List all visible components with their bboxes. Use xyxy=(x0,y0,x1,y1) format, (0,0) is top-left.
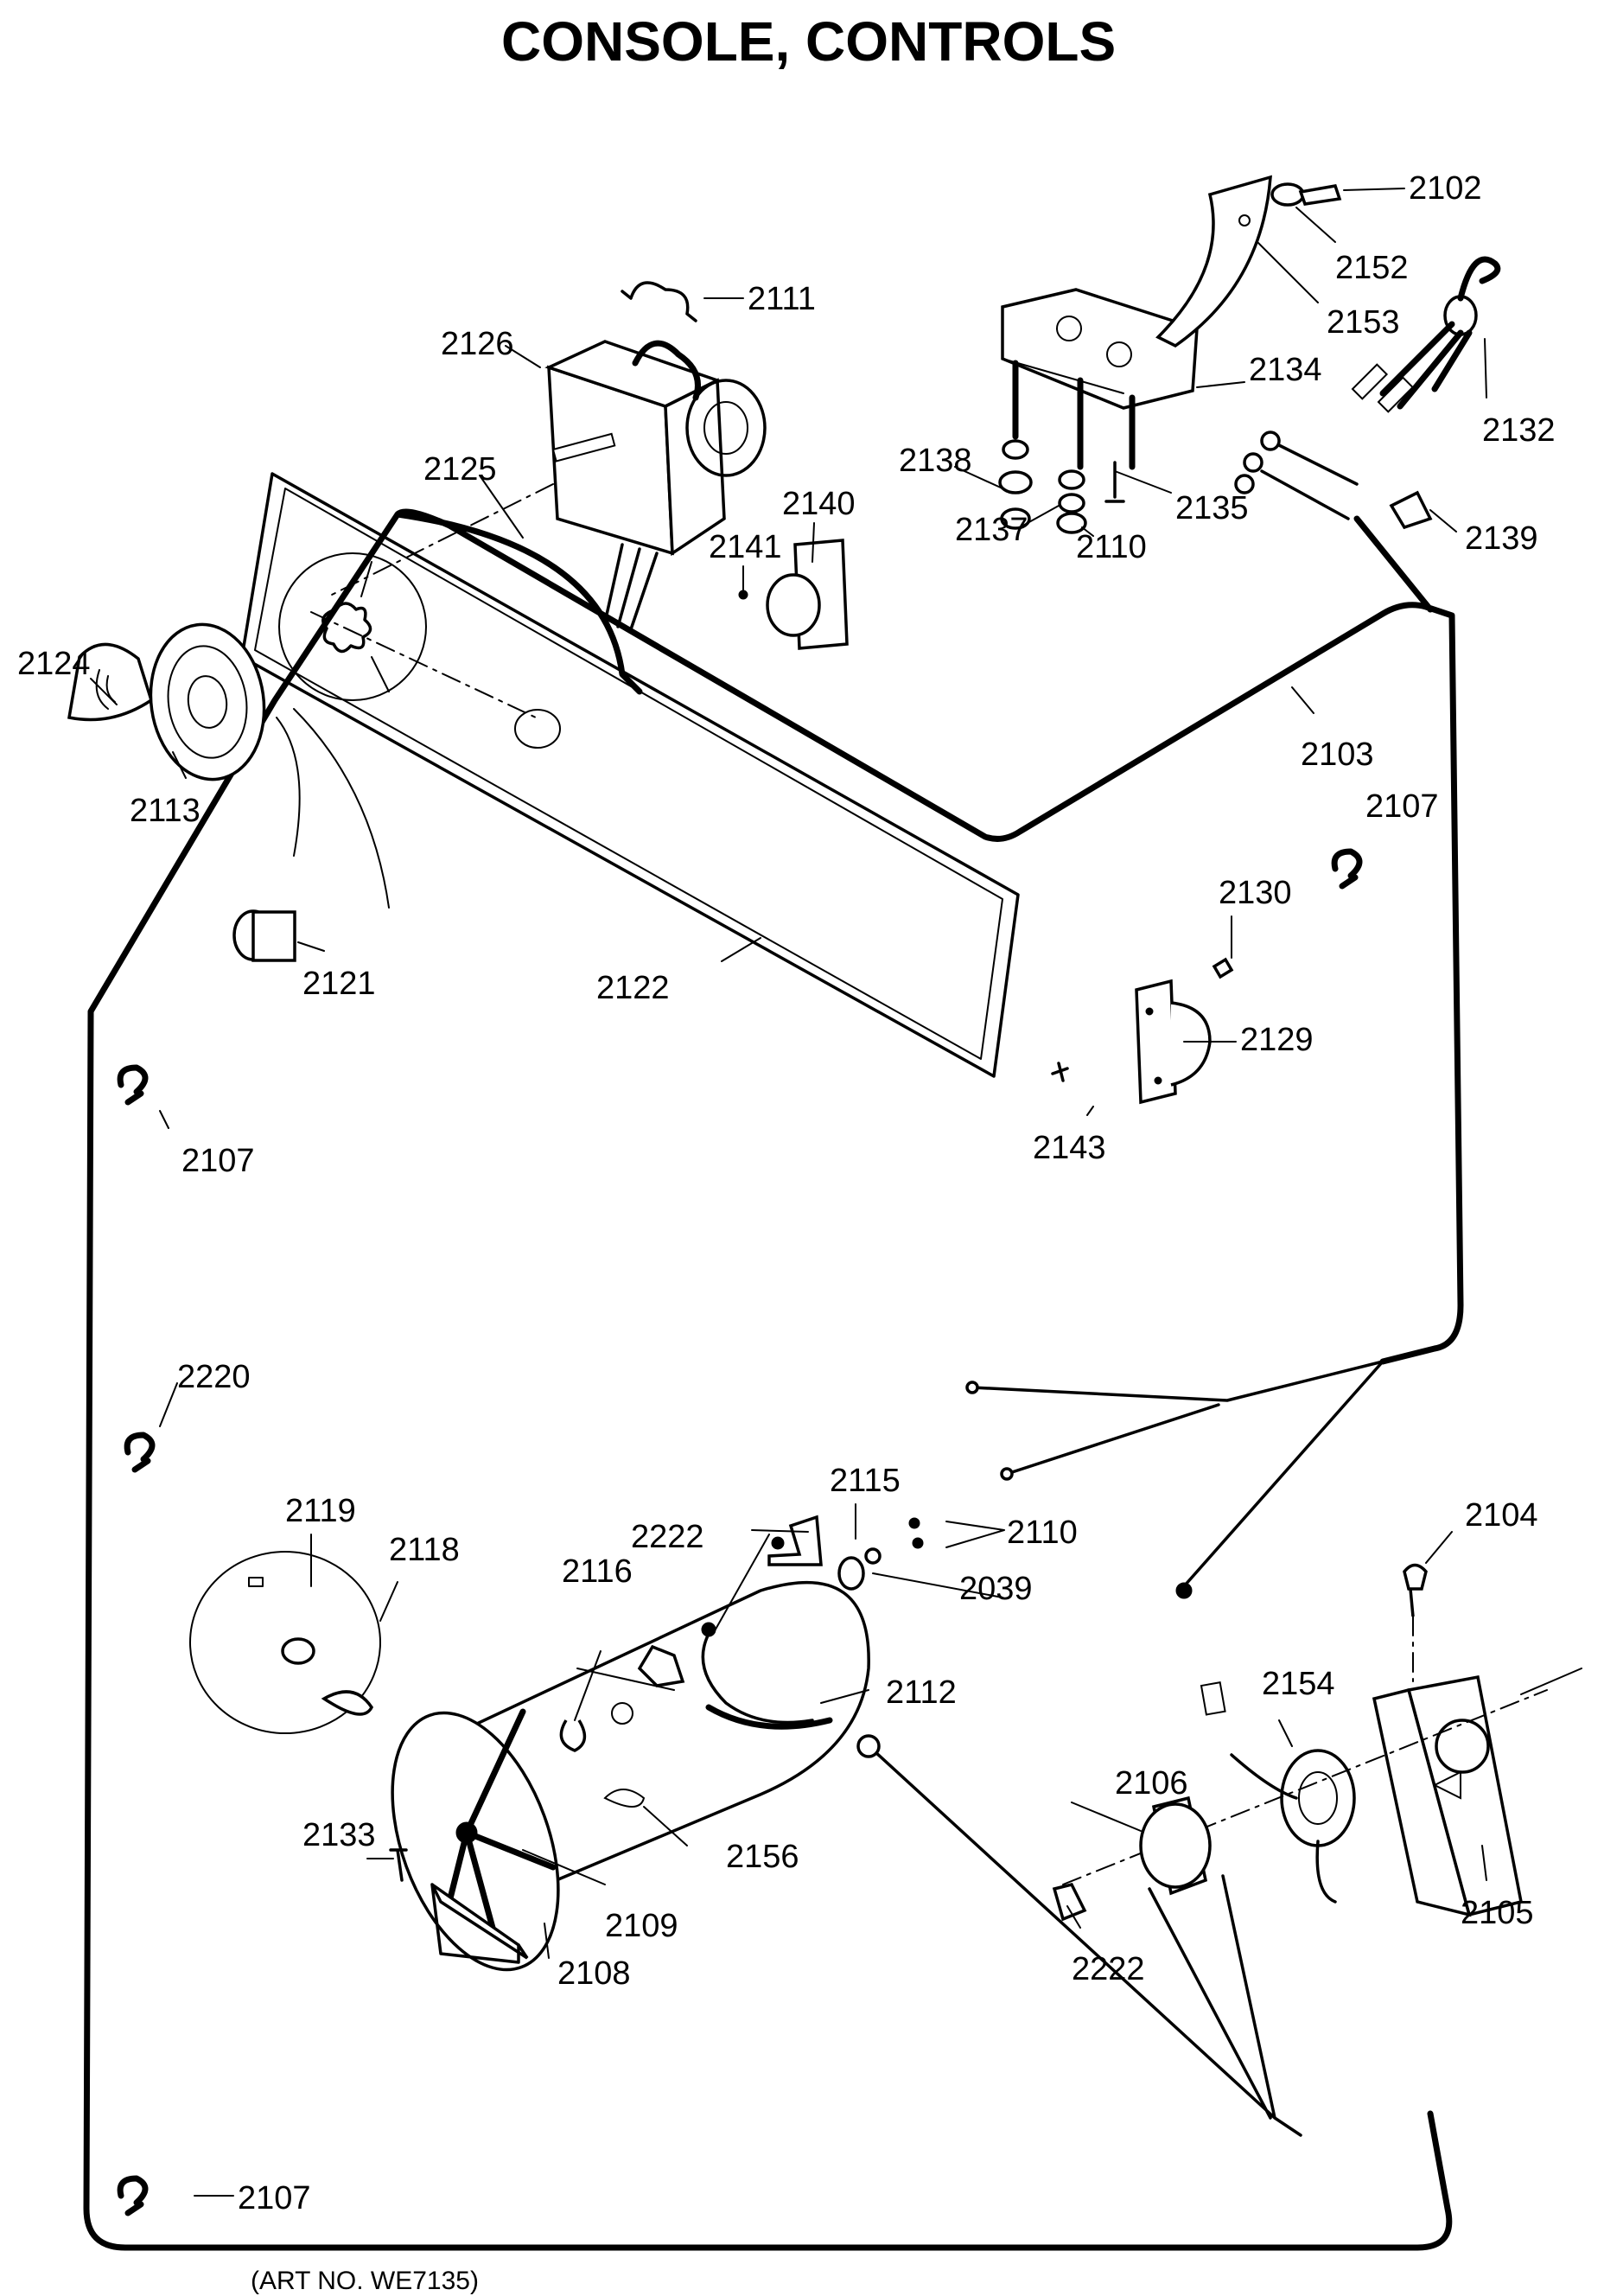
screw-2133 xyxy=(389,1848,408,1882)
cable-clip-left xyxy=(117,1064,149,1106)
callout-2220: 2220 xyxy=(177,1359,251,1395)
art-number: (ART NO. WE7135) xyxy=(251,2267,479,2295)
selector-switch xyxy=(738,539,849,650)
buzzer-bracket xyxy=(1051,957,1234,1105)
callout-2104: 2104 xyxy=(1465,1497,1538,1534)
grommet-small xyxy=(1175,1582,1193,1599)
timer-assembly xyxy=(328,340,767,631)
callout-2137: 2137 xyxy=(955,512,1028,548)
callout-2122: 2122 xyxy=(596,970,670,1006)
callout-2141: 2141 xyxy=(709,529,782,565)
callout-2126: 2126 xyxy=(441,326,514,362)
callout-2110-top: 2110 xyxy=(1076,529,1147,565)
timer-dial xyxy=(149,622,266,781)
callout-2140: 2140 xyxy=(782,486,856,522)
callout-2116: 2116 xyxy=(562,1553,633,1590)
sensor-bracket xyxy=(767,1515,823,1566)
wire-clip xyxy=(1389,490,1433,530)
mounting-strap xyxy=(1155,175,1342,348)
callout-2130: 2130 xyxy=(1219,875,1292,911)
callout-2115: 2115 xyxy=(830,1463,901,1499)
callout-2107-bottom: 2107 xyxy=(238,2180,311,2216)
callout-2103: 2103 xyxy=(1301,737,1374,773)
main-wire-harness xyxy=(83,508,1464,2251)
hex-nuts xyxy=(998,439,1087,534)
callout-2139: 2139 xyxy=(1465,520,1538,557)
callout-2132: 2132 xyxy=(1482,412,1556,449)
push-switch xyxy=(232,708,390,962)
thermal-switch xyxy=(701,1517,924,1637)
callout-2105: 2105 xyxy=(1461,1895,1534,1931)
cable-clip-bottom xyxy=(117,2175,149,2216)
callout-2039: 2039 xyxy=(959,1571,1033,1607)
callout-2118: 2118 xyxy=(389,1532,460,1568)
diagram-title: CONSOLE, CONTROLS xyxy=(501,10,1116,73)
screw-2104 xyxy=(1403,1563,1428,1617)
callout-2107-upper: 2107 xyxy=(1365,788,1439,825)
callout-2110-bottom: 2110 xyxy=(1007,1515,1078,1551)
lower-wires xyxy=(862,1360,1384,2137)
callout-2222-top: 2222 xyxy=(631,1519,704,1555)
callout-2152: 2152 xyxy=(1335,250,1409,286)
callout-2119: 2119 xyxy=(285,1493,356,1529)
callout-2107-left: 2107 xyxy=(181,1143,255,1179)
console-panel xyxy=(240,472,1020,1078)
cycling-thermostat xyxy=(1052,1795,1212,1922)
callout-2102: 2102 xyxy=(1409,170,1482,207)
terminal-block xyxy=(1001,288,1199,470)
motor-mount-bracket xyxy=(1372,1674,1524,1917)
wire-harness-plug xyxy=(1351,256,1501,413)
callout-2154: 2154 xyxy=(1262,1666,1335,1702)
callout-2111: 2111 xyxy=(748,281,816,317)
heater-housing xyxy=(189,1551,870,1972)
callout-2135: 2135 xyxy=(1175,490,1249,526)
jumper-wire xyxy=(621,281,697,322)
callout-2138: 2138 xyxy=(899,443,972,479)
wire-end-2 xyxy=(1000,1467,1014,1481)
callout-2222-bottom: 2222 xyxy=(1072,1951,1145,1987)
screw-2135 xyxy=(1104,461,1125,503)
callout-2153: 2153 xyxy=(1327,304,1400,341)
hi-limit-thermostat xyxy=(559,1644,685,1808)
callout-2109: 2109 xyxy=(605,1908,678,1944)
callout-2156: 2156 xyxy=(726,1839,799,1875)
ring-terminals xyxy=(1234,430,1359,520)
thermostat-sensor xyxy=(248,1577,374,1716)
grommet-ring xyxy=(856,1734,881,1758)
callout-2125: 2125 xyxy=(423,451,497,488)
cable-clip-upper-right xyxy=(1331,848,1363,890)
callout-2106: 2106 xyxy=(1115,1765,1188,1802)
cable-clip-lower-left xyxy=(124,1432,156,1473)
callout-2121: 2121 xyxy=(302,966,376,1002)
shaft-axis xyxy=(1520,1668,1582,1695)
callout-2124: 2124 xyxy=(17,646,91,682)
callout-2133: 2133 xyxy=(302,1817,376,1853)
callout-2143: 2143 xyxy=(1033,1130,1106,1166)
callout-2134: 2134 xyxy=(1249,352,1322,388)
leader-lines xyxy=(90,188,1487,2197)
callout-2113: 2113 xyxy=(130,793,200,829)
callout-2129: 2129 xyxy=(1240,1022,1314,1058)
wire-end-1 xyxy=(965,1381,979,1394)
callout-2112: 2112 xyxy=(886,1674,957,1711)
callout-2108: 2108 xyxy=(557,1955,631,1992)
